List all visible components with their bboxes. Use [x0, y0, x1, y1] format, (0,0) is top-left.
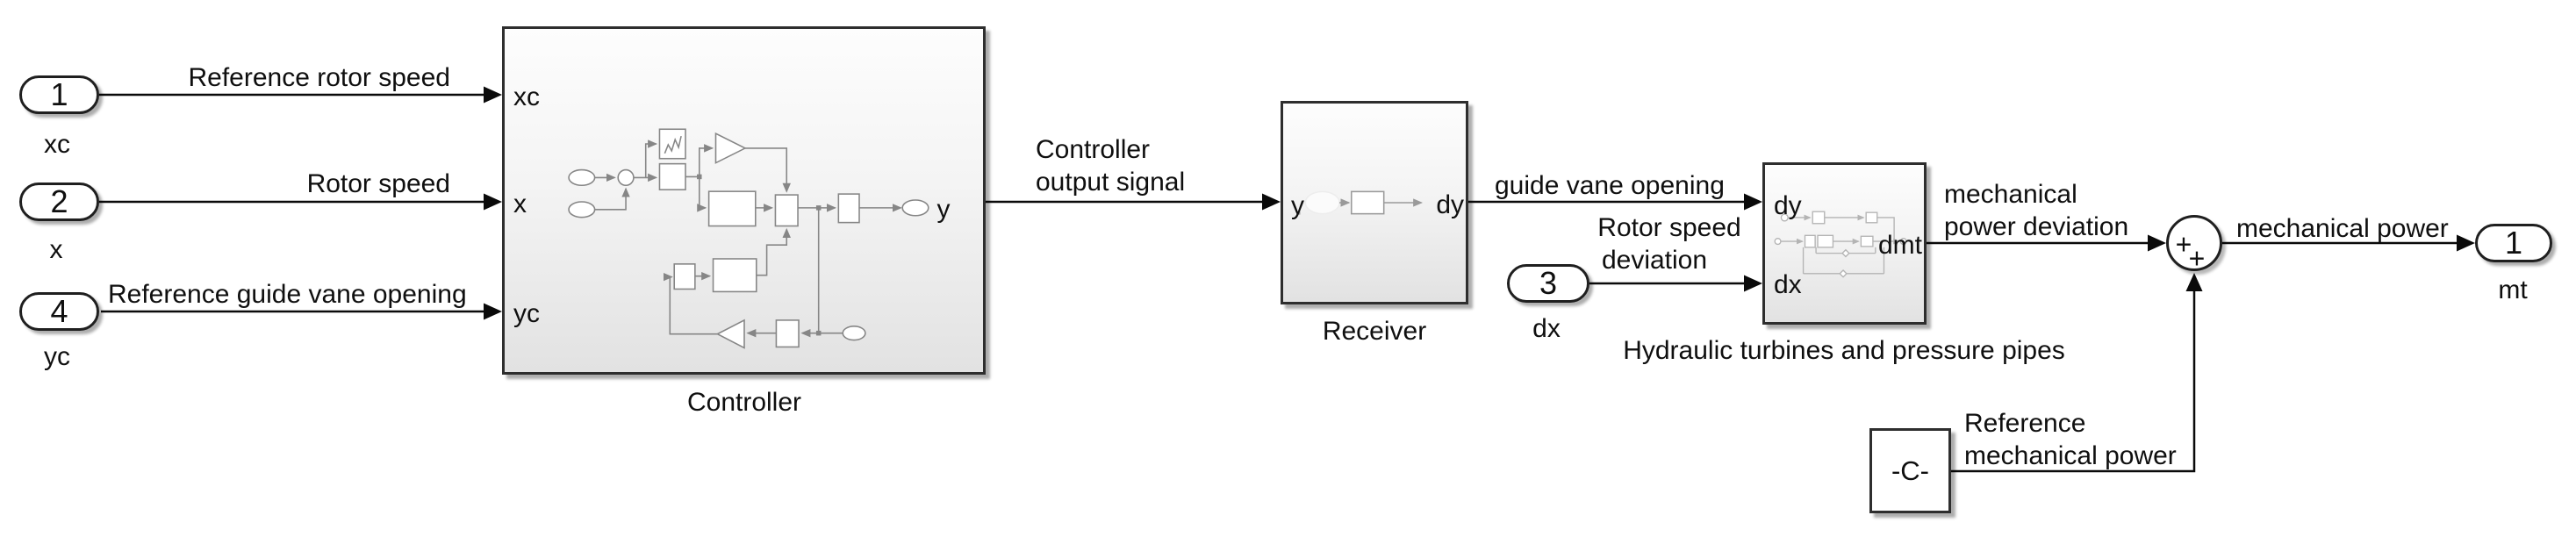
signal-label-guide-vane-opening: guide vane opening [1495, 171, 1725, 200]
arrowhead-outport-mt[interactable] [2457, 234, 2475, 252]
signal-label-rotor-speed-deviation-line1: Rotor speed [1597, 213, 1741, 242]
controller-thumbnail [568, 128, 929, 349]
inport-4-name: yc [44, 342, 70, 371]
receiver-thumbnail [1296, 190, 1424, 215]
hydraulic-port-label-dx: dx [1774, 270, 1802, 299]
outport-1-number: 1 [2504, 225, 2523, 261]
receiver-block[interactable]: y dy [1281, 101, 1468, 304]
signal-label-rotor-speed-deviation-line2: deviation [1601, 246, 1708, 275]
sum-plus-left: + [2175, 228, 2192, 261]
hydraulic-turbines-block[interactable]: dy dx dmt [1762, 162, 1927, 325]
arrowhead-sum-bottom[interactable] [2185, 273, 2203, 291]
controller-port-label-y: y [936, 195, 951, 224]
sum-block[interactable]: + + [2166, 215, 2222, 275]
wire-constant-to-sum[interactable] [1951, 289, 2196, 473]
arrowhead-controller-yc[interactable] [484, 303, 502, 320]
controller-port-label-x: x [513, 190, 527, 218]
signal-label-mechanical-power-deviation-line2: power deviation [1944, 212, 2129, 241]
signal-label-rotor-speed: Rotor speed [306, 169, 450, 198]
inport-2-name: x [49, 235, 63, 264]
constant-value: -C- [1891, 455, 1930, 486]
sum-plus-bottom: + [2188, 242, 2206, 275]
hydraulic-port-label-dy: dy [1774, 191, 1802, 220]
controller-port-label-yc: yc [513, 299, 540, 328]
outport-1-mt[interactable]: 1 [2475, 224, 2552, 262]
arrowhead-controller-xc[interactable] [484, 86, 502, 104]
inport-3-number: 3 [1539, 265, 1558, 301]
arrowhead-hydraulic-dy[interactable] [1744, 193, 1762, 211]
signal-label-controller-output-line1: Controller [1036, 135, 1151, 164]
receiver-port-label-dy: dy [1436, 190, 1464, 219]
signal-label-mechanical-power: mechanical power [2236, 214, 2449, 243]
signal-label-controller-output-line2: output signal [1036, 168, 1186, 197]
constant-block[interactable]: -C- [1869, 428, 1951, 513]
signal-label-reference-guide-vane-opening: Reference guide vane opening [108, 280, 467, 309]
receiver-title: Receiver [1322, 317, 1427, 346]
inport-1-xc[interactable]: 1 [19, 75, 99, 114]
inport-1-number: 1 [50, 76, 68, 112]
hydraulic-turbines-thumbnail [1774, 211, 1907, 278]
hydraulic-port-label-dmt: dmt [1877, 231, 1922, 260]
signal-label-reference-rotor-speed: Reference rotor speed [188, 63, 450, 92]
receiver-port-label-y: y [1291, 191, 1304, 220]
signal-label-reference-mechanical-power-line2: mechanical power [1964, 441, 2177, 470]
inport-2-x[interactable]: 2 [19, 183, 99, 221]
inport-2-number: 2 [50, 183, 68, 219]
arrowhead-hydraulic-dx[interactable] [1744, 275, 1762, 292]
inport-4-number: 4 [50, 293, 68, 329]
arrowhead-sum-left[interactable] [2148, 234, 2166, 252]
inport-3-name: dx [1532, 314, 1561, 343]
inport-3-dx[interactable]: 3 [1507, 264, 1589, 303]
arrowhead-receiver-y[interactable] [1262, 193, 1281, 211]
inport-4-yc[interactable]: 4 [19, 292, 99, 331]
controller-title: Controller [686, 388, 802, 417]
signal-label-reference-mechanical-power-line1: Reference [1964, 409, 2086, 438]
outport-1-name: mt [2498, 276, 2528, 304]
arrowhead-controller-x[interactable] [484, 193, 502, 211]
controller-block[interactable]: xc x yc y [502, 26, 986, 375]
hydraulic-turbines-title: Hydraulic turbines and pressure pipes [1623, 336, 2065, 365]
inport-1-name: xc [44, 130, 70, 159]
signal-label-mechanical-power-deviation-line1: mechanical [1944, 180, 2077, 209]
controller-port-label-xc: xc [513, 82, 540, 111]
